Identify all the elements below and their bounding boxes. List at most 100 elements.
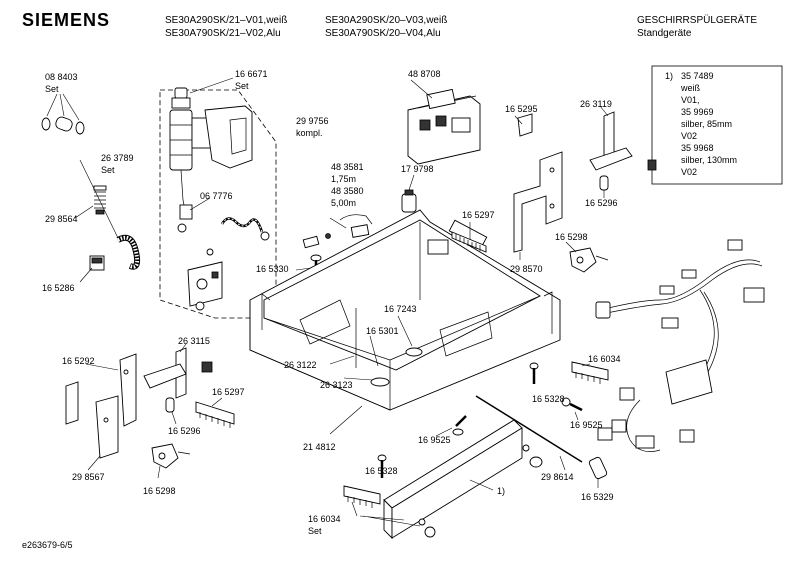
wiring-harness <box>595 239 765 452</box>
control-module-488708 <box>407 79 481 165</box>
part-label: 1) <box>497 486 505 496</box>
screw-165328a <box>529 362 539 384</box>
model-list-col2: SE30A290SK/20–V03,weiß SE30A790SK/20–V04… <box>325 14 447 40</box>
model-line: SE30A290SK/21–V01,weiß <box>165 15 288 26</box>
document-id: e263679-6/5 <box>22 540 73 550</box>
terminal-strip-166034a <box>571 361 609 384</box>
model-line: SE30A290SK/20–V03,weiß <box>325 15 448 26</box>
terminal-strip-165297b <box>195 397 235 428</box>
part-label: 29 9756 <box>296 116 329 126</box>
model-line: SE30A790SK/21–V02,Alu <box>165 28 281 39</box>
model-list-col1: SE30A290SK/21–V01,weiß SE30A790SK/21–V02… <box>165 14 287 40</box>
part-label: 16 5296 <box>168 426 201 436</box>
part-label: 16 5297 <box>462 210 495 220</box>
part-label: 16 5330 <box>256 264 289 274</box>
inlet-valve-kit <box>169 77 270 311</box>
part-label: 26 3789 <box>101 153 134 163</box>
small-bracket-263115 <box>143 343 213 399</box>
footnote-line: V02 <box>681 131 697 141</box>
part-label: 16 9525 <box>418 435 451 445</box>
part-label: 29 8564 <box>45 214 78 224</box>
part-label: 29 8567 <box>72 472 105 482</box>
part-label: 16 5292 <box>62 356 95 366</box>
part-labels: 08 8403 Set 16 6671 Set 29 9756 kompl. 2… <box>42 69 621 536</box>
footnote-line: V01, <box>681 95 700 105</box>
hose-clamp-set <box>41 93 85 135</box>
footnote-marker: 1) <box>665 71 673 81</box>
front-plinth-panel <box>383 419 543 540</box>
part-label: 29 8614 <box>541 472 574 482</box>
spring-part <box>74 185 107 219</box>
foot-165329 <box>588 456 608 488</box>
mounting-bracket-298570 <box>513 113 563 260</box>
part-label: kompl. <box>296 128 323 138</box>
part-label: 1,75m <box>331 174 356 184</box>
terminal-strip-165297a <box>451 222 487 253</box>
part-label: 16 5286 <box>42 283 75 293</box>
part-label: 16 5301 <box>366 326 399 336</box>
small-bracket-263119 <box>589 105 657 171</box>
category-block: GESCHIRRSPÜLGERÄTE Standgeräte <box>637 14 757 40</box>
base-frame <box>249 209 561 411</box>
terminal-strip-166034b <box>343 485 426 527</box>
part-label: 17 9798 <box>401 164 434 174</box>
part-label: 16 5328 <box>532 394 565 404</box>
part-label: 16 5296 <box>585 198 618 208</box>
part-label: 16 6034 <box>308 514 341 524</box>
screw-169525b <box>561 397 583 421</box>
mounting-bracket-298567 <box>65 353 137 471</box>
category-title: GESCHIRRSPÜLGERÄTE <box>637 15 758 26</box>
footnote-line: 35 9969 <box>681 107 714 117</box>
part-label: 29 8570 <box>510 264 543 274</box>
screw-169525a <box>452 415 467 436</box>
category-subtitle: Standgeräte <box>637 28 692 39</box>
part-label: 16 6671 <box>235 69 268 79</box>
connector-179798 <box>401 174 417 213</box>
sensor-165298a <box>565 241 609 273</box>
part-label: 16 9525 <box>570 420 603 430</box>
part-label: 16 6034 <box>588 354 621 364</box>
footnote-line: 35 7489 <box>681 71 714 81</box>
part-label: 16 5328 <box>365 466 398 476</box>
part-label: Set <box>101 165 115 175</box>
rod-298614 <box>475 395 583 471</box>
part-label: 26 3119 <box>580 99 612 109</box>
part-label: 48 3580 <box>331 186 364 196</box>
part-label: 26 3115 <box>178 336 210 346</box>
footnote-line: weiß <box>680 83 701 93</box>
footnote-line: silber, 130mm <box>681 155 737 165</box>
part-label: 16 5298 <box>143 486 176 496</box>
brand-logo: SIEMENS <box>22 10 111 30</box>
part-label: 5,00m <box>331 198 356 208</box>
footnote-line: silber, 85mm <box>681 119 732 129</box>
model-line: SE30A790SK/20–V04,Alu <box>325 28 441 39</box>
part-label: 16 5295 <box>505 104 538 114</box>
part-label: 48 8708 <box>408 69 441 79</box>
part-label: 16 5298 <box>555 232 588 242</box>
leader-lines <box>329 315 453 437</box>
footnote-frame <box>651 65 783 185</box>
footnote-line: 35 9968 <box>681 143 714 153</box>
part-label: Set <box>45 84 59 94</box>
part-label: 21 4812 <box>303 442 336 452</box>
switch-165296b <box>165 397 177 425</box>
part-label: 06 7776 <box>200 191 233 201</box>
part-label: 26 3122 <box>284 360 317 370</box>
footnote-line: V02 <box>681 167 697 177</box>
part-label: 48 3581 <box>331 162 364 172</box>
cable-parts <box>302 214 373 249</box>
footnote-box: 1) 35 7489 weiß V01, 35 9969 silber, 85m… <box>651 65 783 185</box>
part-label: 16 5297 <box>212 387 245 397</box>
part-label: 16 5329 <box>581 492 614 502</box>
part-label: 26 3123 <box>320 380 353 390</box>
valve-part-165286 <box>79 255 105 283</box>
sensor-165298b <box>151 443 191 479</box>
part-label: Set <box>308 526 322 536</box>
drain-hose-part <box>79 159 141 270</box>
part-label: Set <box>235 81 249 91</box>
part-label: 08 8403 <box>45 72 78 82</box>
part-label: 16 7243 <box>384 304 417 314</box>
switch-165296a <box>599 175 609 198</box>
screw-165328b <box>377 454 387 478</box>
